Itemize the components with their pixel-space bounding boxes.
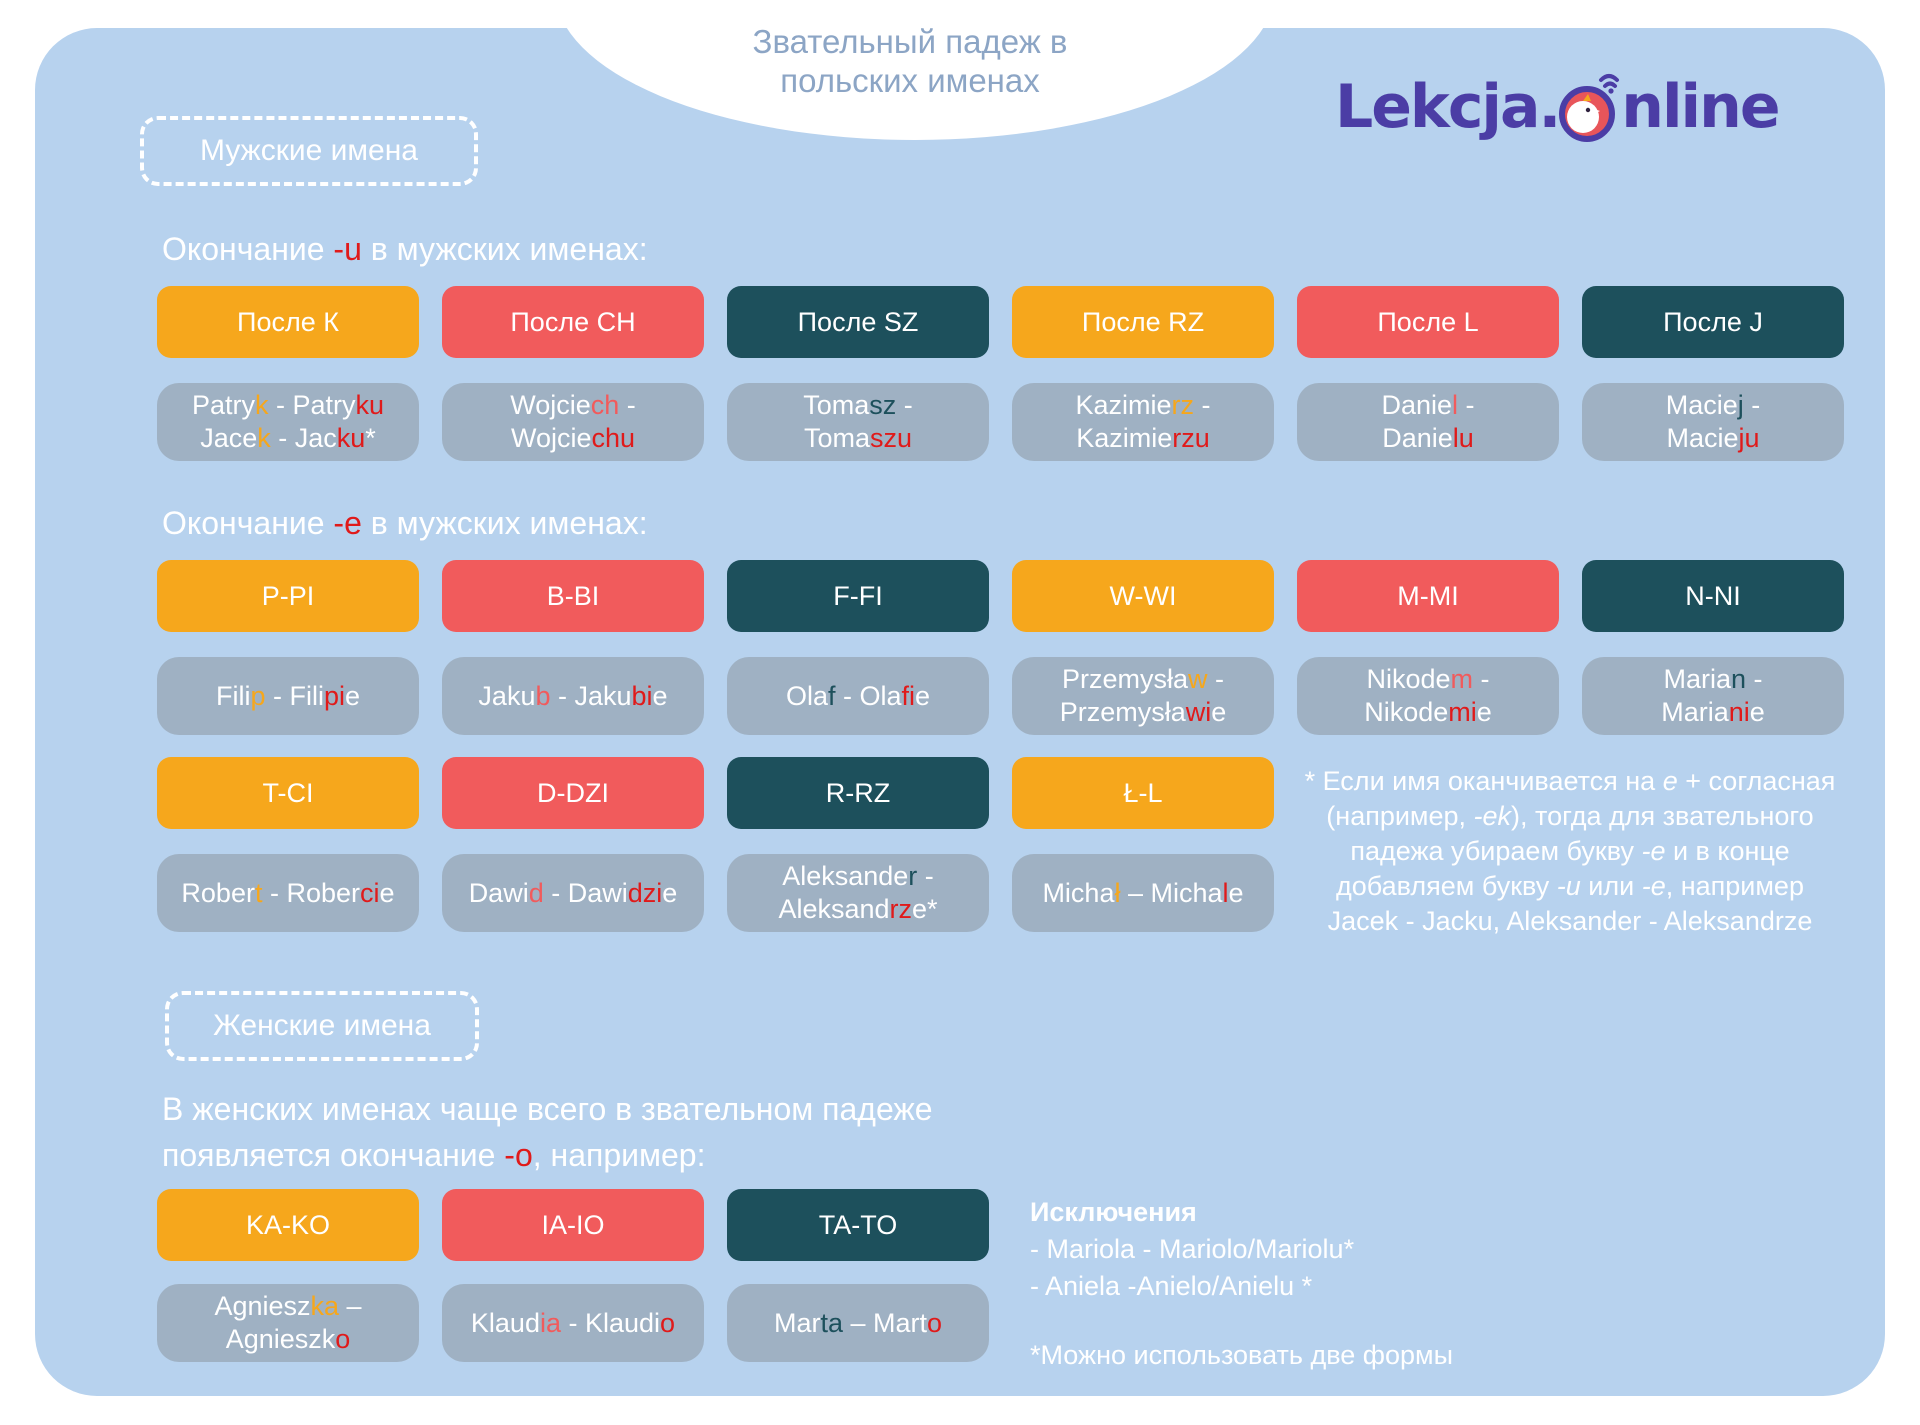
female-button-row: KA-KO IA-IO TA-TO [157, 1189, 989, 1261]
page-title-line-1: Звательный падеж в [752, 23, 1068, 60]
example-jakub: Jakub - Jakubie [442, 657, 704, 735]
button-ia-io: IA-IO [442, 1189, 704, 1261]
button-after-rz: После RZ [1012, 286, 1274, 358]
example-wojciech: Wojciech -Wojciechu [442, 383, 704, 461]
example-dawid: Dawid - Dawidzie [442, 854, 704, 932]
footnote-male: * Если имя оканчивается на e + согласная… [1304, 766, 1836, 936]
male-names-badge: Мужские имена [140, 116, 478, 186]
exceptions-title: Исключения [1030, 1197, 1197, 1227]
button-r-rz: R-RZ [727, 757, 989, 829]
example-michal: Michał – Michale [1012, 854, 1274, 932]
ending-e-example-row-1: Filip - Filipie Jakub - Jakubie Olaf - O… [157, 657, 1844, 735]
example-robert: Robert - Robercie [157, 854, 419, 932]
logo-bird-clock-icon [1559, 74, 1620, 142]
button-w-wi: W-WI [1012, 560, 1274, 632]
example-tomasz: Tomasz -Tomaszu [727, 383, 989, 461]
button-b-bi: B-BI [442, 560, 704, 632]
logo-text-lekcja: Lekcja. [1335, 72, 1561, 142]
example-daniel: Daniel -Danielu [1297, 383, 1559, 461]
example-aleksander: Aleksander -Aleksandrze* [727, 854, 989, 932]
example-nikodem: Nikodem -Nikodemie [1297, 657, 1559, 735]
exceptions-block: Исключения - Mariola - Mariolo/Mariolu* … [1030, 1194, 1453, 1374]
ending-e-example-row-2: Robert - Robercie Dawid - Dawidzie Aleks… [157, 854, 1274, 932]
ending-e-button-row-2: T-CI D-DZI R-RZ Ł-L [157, 757, 1274, 829]
male-names-badge-label: Мужские имена [200, 134, 418, 167]
button-n-ni: N-NI [1582, 560, 1844, 632]
button-ka-ko: KA-KO [157, 1189, 419, 1261]
button-d-dzi: D-DZI [442, 757, 704, 829]
main-card: Мужские имена Окончание -u в мужских име… [35, 0, 1885, 1396]
exception-item-aniela: - Aniela -Anielo/Anielu * [1030, 1271, 1313, 1301]
example-olaf: Olaf - Olafie [727, 657, 989, 735]
section-heading-ending-u: Окончание -u в мужских именах: [162, 231, 648, 267]
female-names-badge-label: Женские имена [213, 1009, 431, 1042]
button-m-mi: M-MI [1297, 560, 1559, 632]
button-l-l: Ł-L [1012, 757, 1274, 829]
example-kazimierz: Kazimierz -Kazimierzu [1012, 383, 1274, 461]
section-heading-ending-e: Окончание -e в мужских именах: [162, 505, 648, 541]
button-ta-to: TA-TO [727, 1189, 989, 1261]
button-after-sz: После SZ [727, 286, 989, 358]
exception-item-mariola: - Mariola - Mariolo/Mariolu* [1030, 1234, 1355, 1264]
example-przemyslaw: Przemysław -Przemysławie [1012, 657, 1274, 735]
page-title: Звательный падеж в польских именах [600, 22, 1220, 100]
button-after-j: После J [1582, 286, 1844, 358]
lekcja-online-logo: Lekcja. nline [1335, 62, 1781, 152]
example-maciej: Maciej -Macieju [1582, 383, 1844, 461]
button-after-ch: После CH [442, 286, 704, 358]
page-title-line-2: польских именах [780, 62, 1040, 99]
ending-u-button-row: После К После CH После SZ После RZ После… [157, 286, 1844, 358]
example-filip: Filip - Filipie [157, 657, 419, 735]
example-marta: Marta – Marto [727, 1284, 989, 1362]
button-after-l: После L [1297, 286, 1559, 358]
example-agnieszka: Agnieszka –Agnieszko [157, 1284, 419, 1362]
example-marian: Marian -Marianie [1582, 657, 1844, 735]
button-after-k: После К [157, 286, 419, 358]
exceptions-footnote: *Можно использовать две формы [1030, 1340, 1453, 1370]
female-intro: В женских именах чаще всего в звательном… [162, 1091, 933, 1173]
button-p-pi: P-PI [157, 560, 419, 632]
ending-e-button-row-1: P-PI B-BI F-FI W-WI M-MI N-NI [157, 560, 1844, 632]
button-f-fi: F-FI [727, 560, 989, 632]
button-t-ci: T-CI [157, 757, 419, 829]
example-klaudia: Klaudia - Klaudio [442, 1284, 704, 1362]
logo-text-online: nline [1621, 72, 1780, 142]
female-example-row: Agnieszka –Agnieszko Klaudia - Klaudio M… [157, 1284, 989, 1362]
female-names-badge: Женские имена [165, 991, 479, 1061]
